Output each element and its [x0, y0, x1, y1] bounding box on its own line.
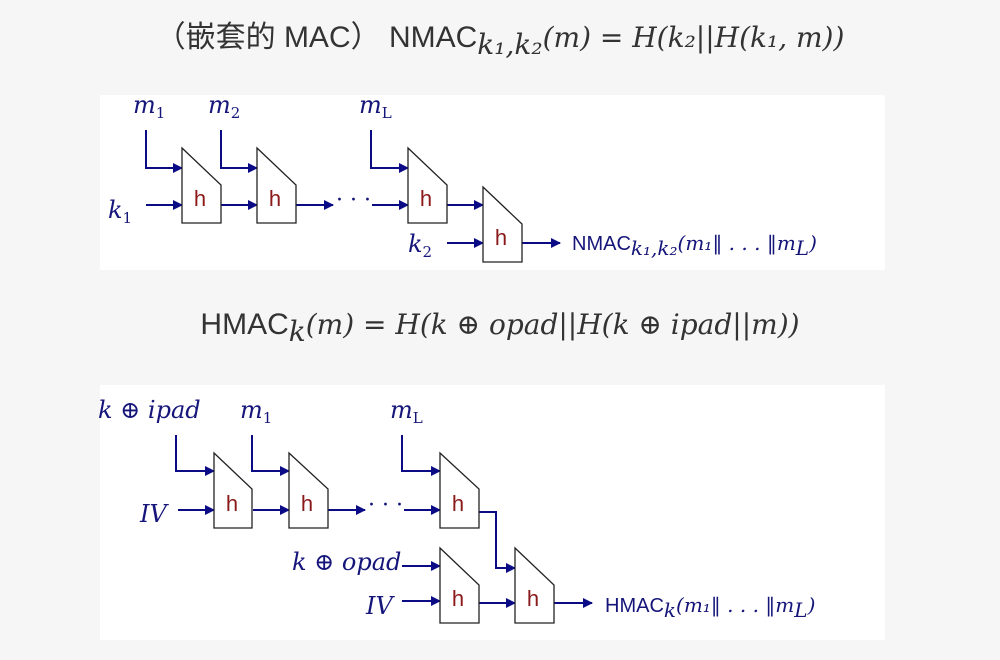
arrow	[175, 435, 215, 476]
arrow	[220, 130, 258, 173]
hmac-formula-body: (m) = H(k ⊕ opad||H(k ⊕ ipad||m))	[305, 308, 800, 341]
svg-text:h: h	[194, 186, 206, 211]
input-m1: m1	[133, 91, 165, 122]
hash-box: h	[213, 451, 253, 529]
svg-text:h: h	[226, 491, 238, 516]
hash-box: h	[482, 185, 523, 263]
svg-text:h: h	[269, 186, 281, 211]
hash-box: h	[256, 146, 297, 224]
input-mL: mL	[359, 91, 392, 122]
hmac-diagram: k ⊕ ipad m1 mL IV k ⊕ opad IV · · · h h …	[98, 396, 815, 624]
key-k1: k1	[108, 196, 132, 227]
hash-box: h	[439, 546, 480, 624]
nmac-formula: (m) = H(k₂||H(k₁, m))	[542, 21, 845, 54]
arrow	[479, 511, 516, 573]
iv-label: IV	[365, 592, 395, 620]
arrow	[251, 435, 290, 476]
hash-box: h	[181, 146, 222, 224]
hmac-name: HMAC	[200, 308, 289, 341]
nmac-diagram: m1 m2 mL k1 k2 · · · h h h h NMACk₁,k₂(m…	[108, 91, 817, 263]
input-m1: m1	[240, 396, 272, 427]
svg-text:h: h	[527, 586, 539, 611]
input-m2: m2	[208, 91, 240, 122]
arrow	[401, 435, 441, 476]
nmac-output: NMACk₁,k₂(m₁‖ . . . ‖mL)	[572, 231, 817, 260]
ellipsis: · · ·	[368, 493, 403, 518]
hmac-output: HMACk(m₁‖ . . . ‖mL)	[605, 593, 815, 622]
arrow	[145, 130, 183, 173]
title-prefix: （嵌套的 MAC）	[155, 21, 381, 54]
svg-text:h: h	[495, 225, 507, 250]
hash-box: h	[407, 146, 448, 224]
nmac-name: NMAC	[388, 21, 478, 54]
hash-box: h	[439, 451, 480, 529]
hmac-formula: HMACk(m) = H(k ⊕ opad||H(k ⊕ ipad||m))	[0, 308, 1000, 348]
arrow	[370, 130, 409, 173]
svg-text:h: h	[420, 186, 432, 211]
nmac-title: （嵌套的 MAC） NMACk₁,k₂(m) = H(k₂||H(k₁, m))	[0, 12, 1000, 61]
svg-text:h: h	[301, 491, 313, 516]
nmac-sub: k₁,k₂	[477, 28, 543, 61]
key-k2: k2	[408, 230, 432, 261]
hash-box: h	[288, 451, 329, 529]
hmac-sub: k	[288, 315, 306, 348]
ipad-label: k ⊕ ipad	[98, 396, 201, 424]
opad-label: k ⊕ opad	[292, 548, 401, 576]
input-mL: mL	[390, 396, 423, 427]
hash-box: h	[514, 546, 555, 624]
svg-text:h: h	[452, 586, 464, 611]
iv-label: IV	[139, 500, 169, 528]
svg-text:h: h	[452, 491, 464, 516]
ellipsis: · · ·	[336, 188, 371, 213]
